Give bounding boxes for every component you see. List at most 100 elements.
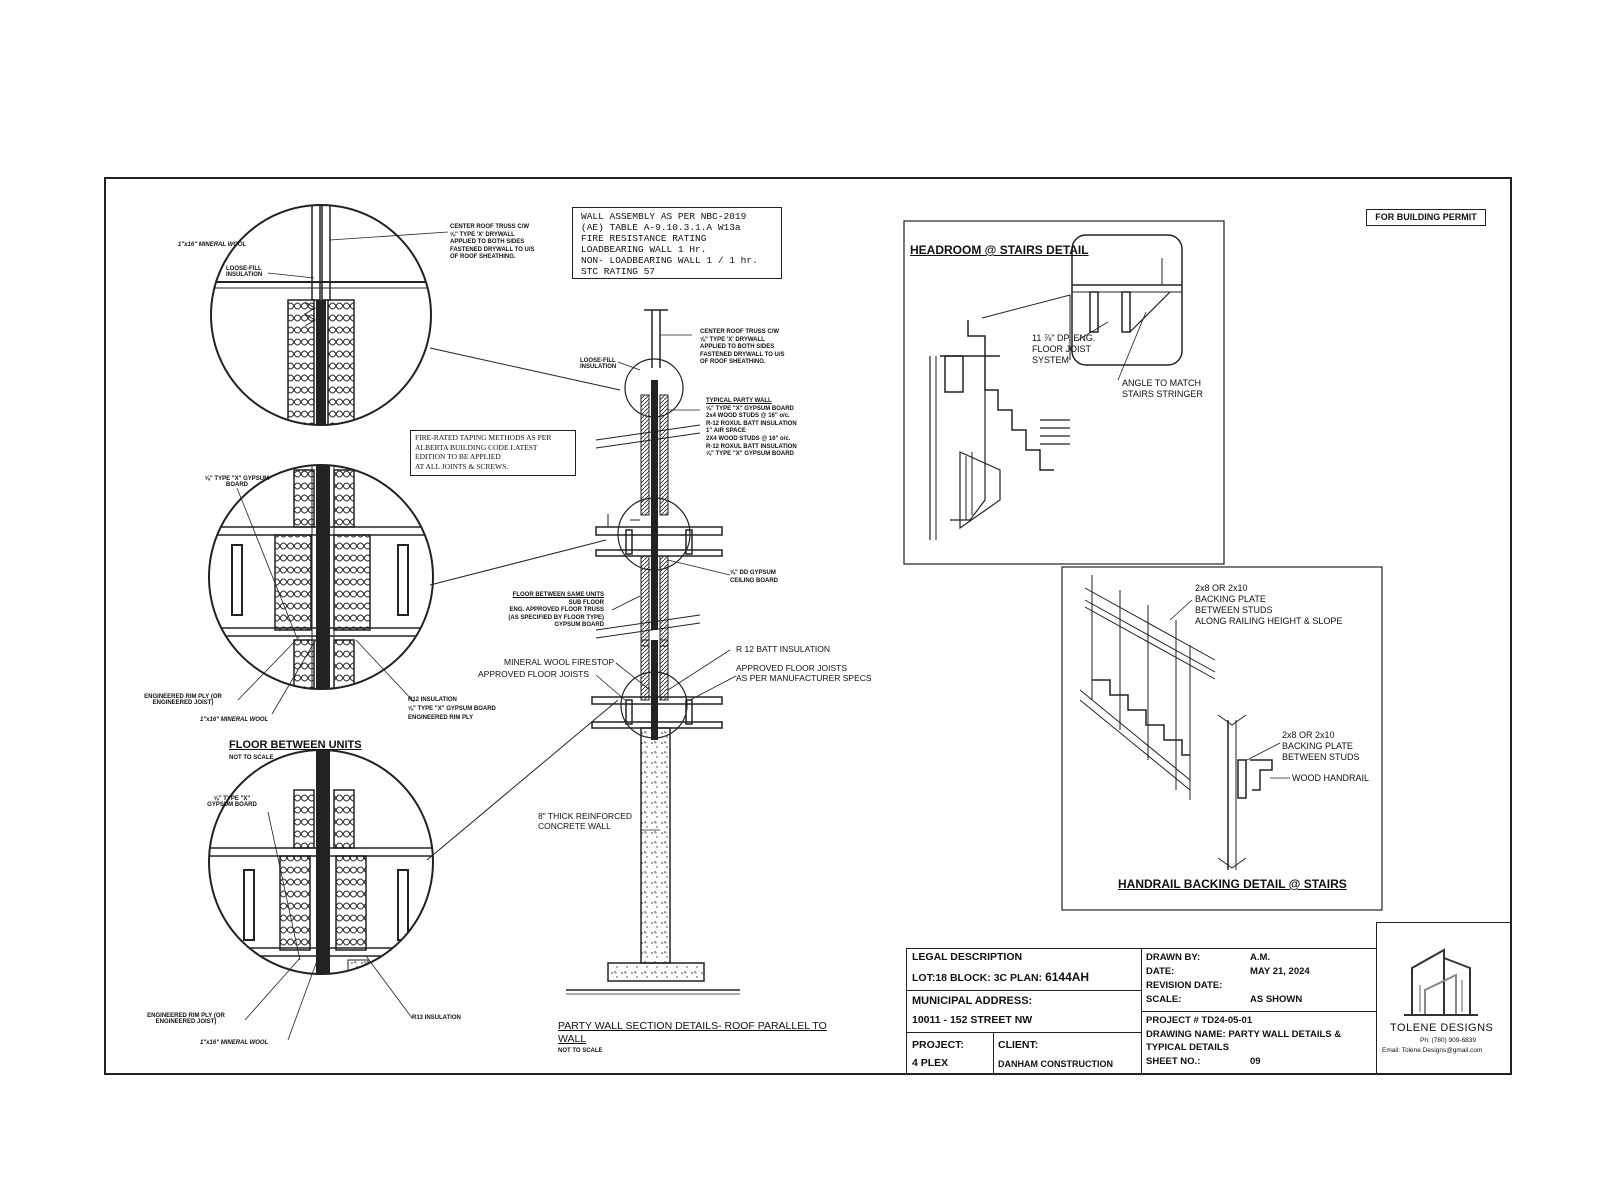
- permit-stamp: FOR BUILDING PERMIT: [1366, 209, 1486, 226]
- floor-joist-label: 11 ⅞" DP. ENG. FLOOR JOIST SYSTEM: [1032, 333, 1096, 365]
- wall-assembly-line: LOADBEARING WALL 1 Hr.: [581, 244, 707, 255]
- party-wall-line: R-12 ROXUL BATT INSULATION: [706, 420, 797, 427]
- company-email: Email: Tolene.Designs@gmail.com: [1382, 1047, 1483, 1054]
- mineral-wool-label: 1"x16" MINERAL WOOL: [200, 1040, 269, 1046]
- floor-note-line: FLOOR BETWEEN SAME UNITS: [512, 592, 604, 598]
- block-label: BLOCK:: [949, 972, 991, 984]
- wall-assembly-line: FIRE RESISTANCE RATING: [581, 233, 707, 244]
- company-name: TOLENE DESIGNS: [1390, 1022, 1494, 1034]
- not-to-scale-label: NOT TO SCALE: [229, 755, 274, 761]
- backing-line: BETWEEN STUDS: [1282, 752, 1360, 762]
- lot-block-plan: LOT:18 BLOCK: 3C PLAN: 6144AH: [912, 971, 1089, 984]
- headroom-title: HEADROOM @ STAIRS DETAIL: [910, 243, 1089, 257]
- party-wall-line: ⅝" TYPE "X" GYPSUM BOARD: [706, 451, 794, 458]
- note-line: APPLIED TO BOTH SIDES: [450, 239, 525, 245]
- plan-value: 6144AH: [1045, 970, 1090, 984]
- wall-assembly-line: WALL ASSEMBLY AS PER NBC-2019: [581, 211, 747, 222]
- drawing-sheet-border: [104, 177, 1512, 1075]
- mineral-wool-label: 1"x16" MINERAL WOOL: [200, 717, 269, 723]
- rim-ply-label: ENGINEERED RIM PLY: [408, 715, 474, 721]
- backing-plate-label: 2x8 OR 2x10 BACKING PLATE BETWEEN STUDS …: [1195, 583, 1342, 627]
- not-to-scale-label: NOT TO SCALE: [558, 1048, 603, 1054]
- floor-same-units-note: FLOOR BETWEEN SAME UNITS SUB FLOOR ENG. …: [492, 592, 604, 630]
- handrail-title: HANDRAIL BACKING DETAIL @ STAIRS: [1118, 877, 1347, 891]
- backing-line: BACKING PLATE: [1282, 741, 1353, 751]
- backing-line: BETWEEN STUDS: [1195, 605, 1273, 615]
- section-truss-note: CENTER ROOF TRUSS C/W ⅝" TYPE 'X' DRYWAL…: [700, 329, 785, 367]
- project-label: PROJECT:: [912, 1039, 964, 1051]
- fire-rated-taping-note: FIRE-RATED TAPING METHODS AS PER ALBERTA…: [410, 430, 576, 476]
- floor-note-line: GYPSUM BOARD: [554, 622, 604, 629]
- revision-date-label: REVISION DATE:: [1146, 980, 1223, 991]
- legal-description-label: LEGAL DESCRIPTION: [912, 951, 1023, 963]
- roof-truss-note: CENTER ROOF TRUSS C/W ⅝" TYPE 'X' DRYWAL…: [450, 224, 535, 262]
- party-wall-line: 2x4 WOOD STUDS @ 16" o/c.: [706, 413, 790, 420]
- fire-rated-line: EDITION TO BE APPLIED: [415, 452, 501, 461]
- r13-insulation-label: R13 INSULATION: [412, 1015, 461, 1021]
- fire-rated-line: FIRE-RATED TAPING METHODS AS PER: [415, 433, 552, 442]
- rim-ply-label: ENGINEERED RIM PLY (OR ENGINEERED JOIST): [144, 694, 222, 707]
- wall-assembly-line: (AE) TABLE A-9.10.3.1.A W13a: [581, 222, 741, 233]
- backing-line: 2x8 OR 2x10: [1195, 583, 1248, 593]
- floor-between-units-title: FLOOR BETWEEN UNITS: [229, 739, 362, 751]
- floor-joists-label: APPROVED FLOOR JOISTS: [478, 669, 589, 679]
- roof-detail-circle: [211, 205, 431, 425]
- loose-fill-label: LOOSE-FILL INSULATION: [226, 266, 263, 279]
- headroom-detail-drawing: [903, 220, 1225, 565]
- project-number: PROJECT # TD24-05-01: [1146, 1015, 1253, 1026]
- client-value: DANHAM CONSTRUCTION: [998, 1059, 1113, 1069]
- drawing-name: DRAWING NAME: PARTY WALL DETAILS &: [1146, 1030, 1341, 1040]
- wood-handrail-label: WOOD HANDRAIL: [1292, 773, 1370, 783]
- plan-label: PLAN:: [1010, 972, 1043, 984]
- sheet-number-value: 09: [1250, 1056, 1261, 1067]
- company-phone: Ph: (780) 909-6839: [1420, 1037, 1477, 1044]
- joists-line: AS PER MANUFACTURER SPECS: [736, 672, 872, 683]
- party-wall-line: TYPICAL PARTY WALL: [706, 398, 772, 404]
- party-wall-section: [566, 309, 740, 995]
- note-line: FASTENED DRYWALL TO U/S: [450, 246, 535, 253]
- section-title-line2: WALL: [558, 1033, 587, 1045]
- scale-value: AS SHOWN: [1250, 994, 1303, 1005]
- backing-line: 2x8 OR 2x10: [1282, 730, 1335, 740]
- floor-joists-mfr-label: APPROVED FLOOR JOISTS AS PER MANUFACTURE…: [736, 663, 872, 683]
- ceiling-board-label: ⅝" DD GYPSUM CEILING BOARD: [730, 570, 778, 585]
- ceiling-line: ⅝" DD GYPSUM: [730, 570, 776, 576]
- note-line: ⅝" TYPE 'X' DRYWALL: [450, 231, 515, 238]
- mineral-wool-label: 1"x16" MINERAL WOOL: [178, 242, 247, 248]
- gypsum-label: ⅝" TYPE "X" GYPSUM BOARD: [408, 706, 496, 712]
- municipal-address-label: MUNICIPAL ADDRESS:: [912, 995, 1033, 1007]
- concrete-wall-label: 8" THICK REINFORCED CONCRETE WALL: [538, 811, 633, 831]
- note-line: ⅝" TYPE 'X' DRYWALL: [700, 336, 765, 343]
- backing-plate-label-2: 2x8 OR 2x10 BACKING PLATE BETWEEN STUDS: [1282, 730, 1360, 763]
- party-wall-line: R-12 ROXUL BATT INSULATION: [706, 443, 797, 450]
- drawing-name-value: PARTY WALL DETAILS &: [1228, 1029, 1342, 1040]
- block-value: 3C: [993, 972, 1008, 984]
- r12-batt-label: R 12 BATT INSULATION: [736, 644, 830, 654]
- floor-note-line: SUB FLOOR: [568, 599, 604, 606]
- gypsum-label: ⅝" TYPE "X" GYPSUM BOARD: [204, 476, 270, 489]
- concrete-line: 8" THICK REINFORCED: [538, 811, 633, 821]
- angle-line: STAIRS STRINGER: [1122, 389, 1203, 399]
- party-wall-line: ⅝" TYPE "X" GYPSUM BOARD: [706, 405, 794, 412]
- floor-note-line: ENG. APPROVED FLOOR TRUSS: [509, 607, 604, 614]
- note-line: OF ROOF SHEATHING.: [450, 254, 516, 260]
- party-wall-spec: TYPICAL PARTY WALL ⅝" TYPE "X" GYPSUM BO…: [706, 398, 797, 459]
- party-wall-line: 1" AIR SPACE: [706, 428, 746, 435]
- note-line: CENTER ROOF TRUSS C/W: [700, 329, 779, 335]
- scale-label: SCALE:: [1146, 994, 1182, 1005]
- wall-assembly-line: STC RATING 57: [581, 266, 656, 277]
- logo-cell: [1376, 922, 1512, 1075]
- backing-line: BACKING PLATE: [1195, 594, 1266, 604]
- drawn-by-value: A.M.: [1250, 952, 1271, 963]
- address-value: 10011 - 152 STREET NW: [912, 1014, 1033, 1026]
- rim-ply-label: ENGINEERED RIM PLY (OR ENGINEERED JOIST): [147, 1013, 225, 1026]
- date-value: MAY 21, 2024: [1250, 966, 1310, 977]
- drawing-name-line2: TYPICAL DETAILS: [1146, 1042, 1230, 1053]
- note-line: CENTER ROOF TRUSS C/W: [450, 224, 529, 230]
- handrail-detail-drawing: [1061, 566, 1383, 911]
- wall-assembly-line: NON- LOADBEARING WALL 1 / 1 hr.: [581, 255, 758, 266]
- fire-rated-line: AT ALL JOINTS & SCREWS.: [415, 461, 509, 471]
- r12-insulation-label: R12 INSULATION: [408, 697, 457, 703]
- drawn-by-label: DRAWN BY:: [1146, 952, 1201, 963]
